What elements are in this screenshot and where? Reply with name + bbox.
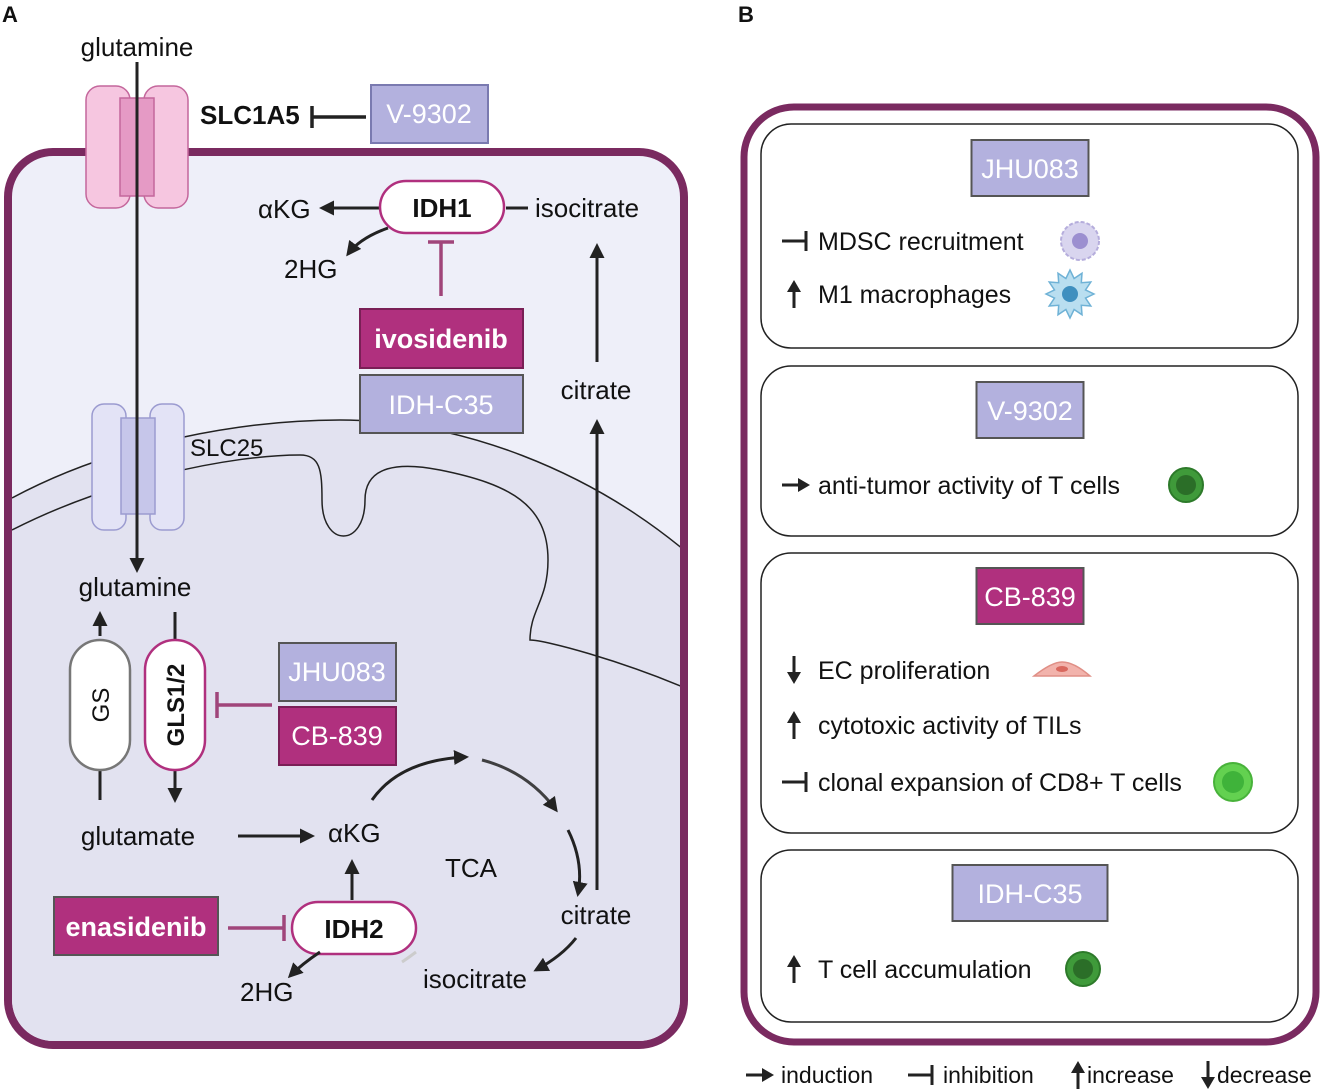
akg-mito-label: αKG xyxy=(328,818,381,848)
ivosidenib-inhibition-arrow xyxy=(428,240,454,296)
effect-text: clonal expansion of CD8+ T cells xyxy=(818,769,1182,797)
drug-badge-label: CB-839 xyxy=(984,582,1076,612)
idh2-to-2hg-arrow xyxy=(287,950,321,979)
drug-badge xyxy=(970,139,1090,197)
t-cell-icon xyxy=(1065,951,1101,987)
gs-label: GS xyxy=(88,688,115,723)
gls-label: GLS1/2 xyxy=(163,664,190,747)
increase-symbol xyxy=(787,955,801,983)
effect-box-v-9302: V-9302 anti-tumor activity of T cells xyxy=(760,365,1299,537)
increase-symbol xyxy=(787,280,801,308)
idh2-label: IDH2 xyxy=(324,914,383,944)
increase-symbol xyxy=(787,711,801,739)
tca-label: TCA xyxy=(445,853,498,883)
effect-text: cytotoxic activity of TILs xyxy=(818,712,1082,740)
inhibition-symbol xyxy=(782,231,808,251)
effect-text: T cell accumulation xyxy=(818,956,1032,984)
effect-text: EC proliferation xyxy=(818,657,990,685)
idh1-to-2hg-arrow xyxy=(346,226,389,257)
legend: induction inhibition increase decrease xyxy=(746,1061,1312,1089)
cb839-box-a xyxy=(278,706,397,766)
2hg-mito-label: 2HG xyxy=(240,977,293,1007)
induction-symbol xyxy=(782,478,810,492)
legend-increase-symbol xyxy=(1071,1061,1085,1089)
gls-enzyme xyxy=(143,638,207,772)
effect-text: MDSC recruitment xyxy=(818,228,1024,256)
panel-b-letter: B xyxy=(738,2,754,27)
drug-badge-label: JHU083 xyxy=(981,154,1079,184)
ivosidenib-box xyxy=(359,308,524,369)
slc1a5-label: SLC1A5 xyxy=(200,100,300,130)
enasidenib-label: enasidenib xyxy=(65,912,206,942)
enasidenib-inhibition-arrow xyxy=(228,915,286,941)
ivosidenib-label: ivosidenib xyxy=(374,324,508,354)
jhu083-label-a: JHU083 xyxy=(288,657,386,687)
legend-induction-symbol xyxy=(746,1068,774,1082)
glutamate-label: glutamate xyxy=(81,821,195,851)
v9302-box xyxy=(370,84,489,144)
tca-arc-top-right xyxy=(481,758,558,813)
t-cell-icon xyxy=(1168,467,1204,503)
drug-badge xyxy=(951,864,1109,922)
legend-inhibition-symbol xyxy=(908,1065,934,1085)
idh2-enzyme xyxy=(290,900,418,956)
idhc35-box-a xyxy=(359,374,524,434)
effect-text: M1 macrophages xyxy=(818,281,1011,309)
akg-top-label: αKG xyxy=(258,194,311,224)
citrate-mito-label: citrate xyxy=(561,900,632,930)
effect-box-cb-839: CB-839 EC proliferation cytotoxic activity… xyxy=(760,552,1299,834)
gls-inhibition-arrow xyxy=(215,692,272,718)
isocitrate-top-label: isocitrate xyxy=(535,193,639,223)
2hg-top-label: 2HG xyxy=(284,254,337,284)
glutamine-outside-label: glutamine xyxy=(81,32,194,62)
idh1-enzyme xyxy=(378,179,506,235)
slc25-label: SLC25 xyxy=(190,435,263,462)
drug-badge xyxy=(975,567,1085,625)
tca-arc-citrate-isocitrate xyxy=(533,937,578,972)
legend-label: inhibition xyxy=(943,1062,1034,1088)
idhc35-label-a: IDH-C35 xyxy=(388,390,493,420)
macrophage-icon xyxy=(1044,268,1096,320)
isocitrate-mito-label: isocitrate xyxy=(423,964,527,994)
isocitrate-to-idh2-line xyxy=(401,950,417,964)
legend-label: induction xyxy=(781,1062,873,1088)
mdsc-icon xyxy=(1060,221,1100,261)
cd8-t-cell-icon xyxy=(1213,762,1253,802)
effect-text: anti-tumor activity of T cells xyxy=(818,472,1120,500)
drug-badge-label: V-9302 xyxy=(987,396,1073,426)
inhibition-symbol xyxy=(782,772,808,792)
legend-label: increase xyxy=(1087,1062,1174,1088)
tca-arc-akg-top xyxy=(370,750,469,801)
citrate-mid-label: citrate xyxy=(561,375,632,405)
jhu083-box-a xyxy=(278,642,397,702)
endothelial-cell-icon xyxy=(1031,661,1092,677)
tca-arc-right-citrate xyxy=(566,829,588,897)
drug-badge-label: IDH-C35 xyxy=(977,879,1082,909)
v9302-label: V-9302 xyxy=(386,99,472,129)
legend-decrease-symbol xyxy=(1201,1061,1215,1089)
drug-badge xyxy=(975,381,1085,439)
legend-label: decrease xyxy=(1217,1062,1312,1088)
glutamine-mito-label: glutamine xyxy=(79,572,192,602)
idh1-label: IDH1 xyxy=(412,193,471,223)
panel-a-letter: A xyxy=(2,2,18,27)
enasidenib-box xyxy=(53,896,219,956)
cb839-label-a: CB-839 xyxy=(291,721,383,751)
effect-box-idh-c35: IDH-C35 T cell accumulation xyxy=(760,849,1299,1023)
slc1a5-inhibition-arrow xyxy=(310,106,366,128)
decrease-symbol xyxy=(787,656,801,684)
gs-enzyme xyxy=(68,638,132,772)
